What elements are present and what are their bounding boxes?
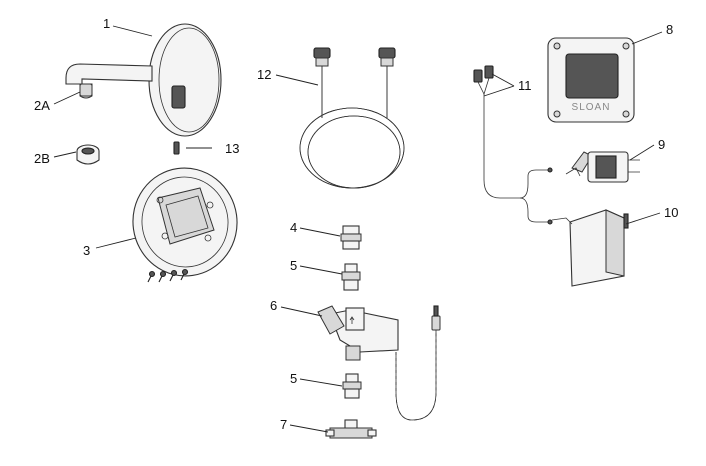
battery-connector <box>565 151 640 183</box>
mounting-screws <box>147 268 189 283</box>
callout-11: 11 <box>518 78 532 93</box>
callout-7: 7 <box>280 417 287 432</box>
mounting-plate <box>132 167 238 277</box>
plug-in-transformer <box>551 209 629 287</box>
supply-hose <box>299 47 405 189</box>
callout-2b: 2B <box>34 151 50 166</box>
callout-10: 10 <box>664 205 678 220</box>
callout-labels: 1 2A 2B 3 12 13 4 5 6 5 7 8 9 10 11 <box>34 16 678 432</box>
tee-fitting <box>325 419 377 439</box>
callout-5-upper: 5 <box>290 258 297 273</box>
callout-9: 9 <box>658 137 665 152</box>
adapter-fitting-upper <box>341 263 361 291</box>
wire-harness <box>473 65 553 225</box>
callout-5-lower: 5 <box>290 371 297 386</box>
callout-1: 1 <box>103 16 110 31</box>
sensor-cable <box>395 305 441 421</box>
leader-lines <box>53 25 663 433</box>
adapter-fitting-lower <box>342 373 362 399</box>
brand-label: SLOAN <box>572 102 611 113</box>
aerator-outlet <box>79 83 93 97</box>
faucet-body <box>65 23 222 137</box>
coupling-fitting <box>340 225 362 250</box>
control-module: SLOAN <box>547 37 635 123</box>
solenoid-valve <box>317 305 399 361</box>
callout-4: 4 <box>290 220 297 235</box>
callout-2a: 2A <box>34 98 50 113</box>
callout-8: 8 <box>666 22 673 37</box>
callout-6: 6 <box>270 298 277 313</box>
aerator <box>76 144 100 165</box>
callout-3: 3 <box>83 243 90 258</box>
callout-12: 12 <box>257 67 271 82</box>
set-screw <box>173 141 180 155</box>
callout-13: 13 <box>225 141 239 156</box>
